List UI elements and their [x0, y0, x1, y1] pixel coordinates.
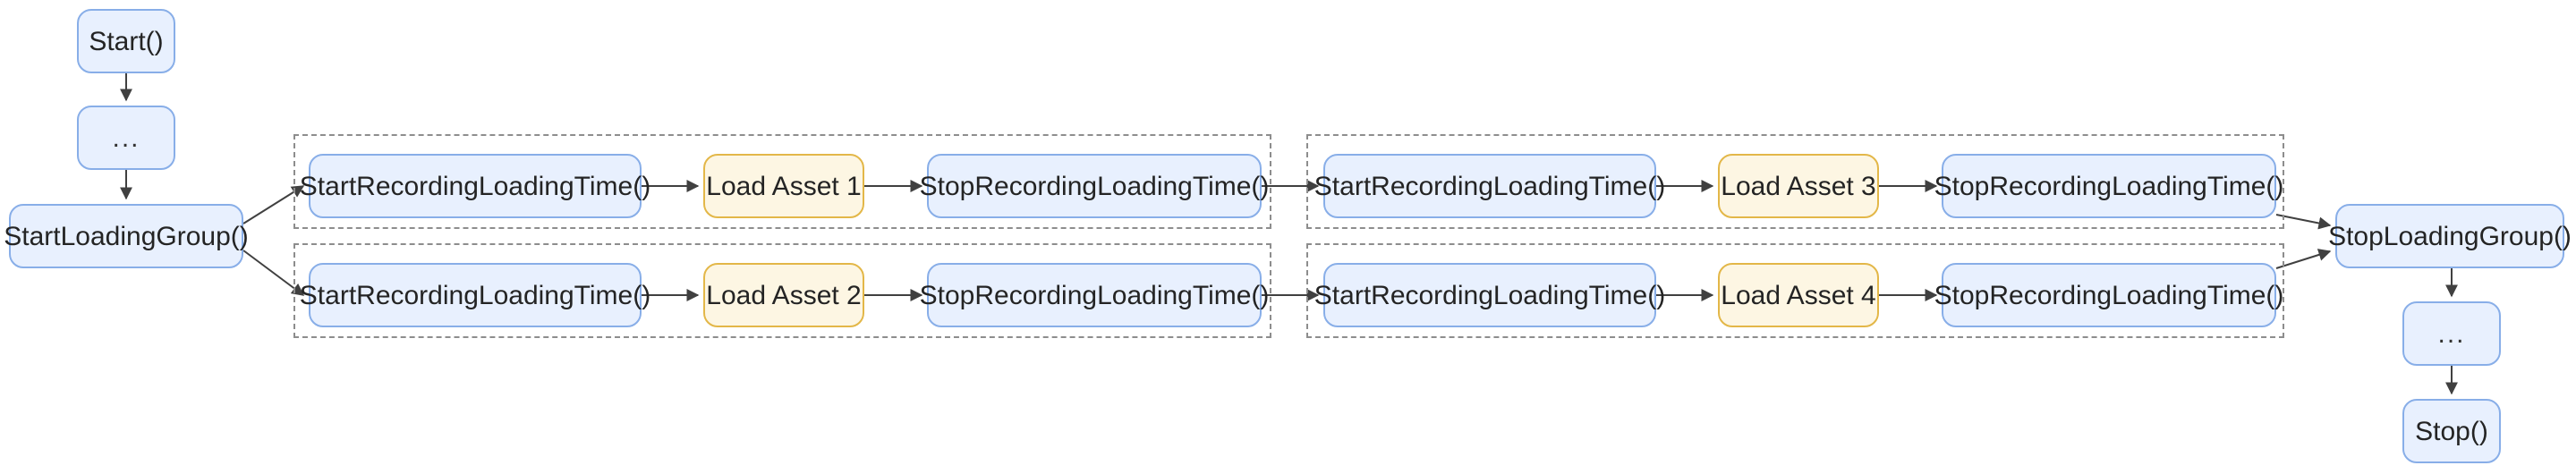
node-label-g2_r2_asset: Load Asset 4	[1721, 280, 1876, 310]
node-label-g1_r1_asset: Load Asset 1	[706, 171, 862, 201]
node-label-stop: Stop()	[2415, 416, 2488, 446]
node-label-g2_r2_stop_rec: StopRecordingLoadingTime()	[1934, 280, 2284, 310]
node-label-post_ellipsis: ...	[2437, 318, 2466, 349]
node-label-g2_r1_asset: Load Asset 3	[1721, 171, 1876, 201]
node-label-pre_ellipsis: ...	[112, 123, 140, 153]
node-label-start: Start()	[89, 26, 164, 56]
node-label-g1_r2_stop_rec: StopRecordingLoadingTime()	[919, 280, 1270, 310]
node-g1_r2_stop_rec[interactable]: StopRecordingLoadingTime()	[920, 263, 1269, 327]
node-g2_r2_start_rec[interactable]: StartRecordingLoadingTime()	[1314, 263, 1665, 327]
group-1-lane-1-box	[293, 134, 1271, 229]
node-label-start_group: StartLoadingGroup()	[4, 221, 249, 251]
node-pre_ellipsis[interactable]: ...	[77, 106, 175, 170]
node-label-g1_r2_start_rec: StartRecordingLoadingTime()	[299, 280, 651, 310]
node-g2_r1_start_rec[interactable]: StartRecordingLoadingTime()	[1314, 154, 1665, 218]
node-g2_r2_stop_rec[interactable]: StopRecordingLoadingTime()	[1934, 263, 2283, 327]
node-label-g2_r1_start_rec: StartRecordingLoadingTime()	[1314, 171, 1666, 201]
node-post_ellipsis[interactable]: ...	[2402, 301, 2501, 366]
node-g1_r1_start_rec[interactable]: StartRecordingLoadingTime()	[300, 154, 650, 218]
node-start_group[interactable]: StartLoadingGroup()	[4, 204, 249, 268]
node-label-g1_r2_asset: Load Asset 2	[706, 280, 862, 310]
edge-g2_r2_stop_rec-to-stop_group	[2275, 249, 2332, 269]
node-label-g2_r1_stop_rec: StopRecordingLoadingTime()	[1934, 171, 2284, 201]
node-label-g1_r1_stop_rec: StopRecordingLoadingTime()	[919, 171, 1270, 201]
node-g1_r1_stop_rec[interactable]: StopRecordingLoadingTime()	[920, 154, 1269, 218]
node-g2_r1_asset[interactable]: Load Asset 3	[1718, 154, 1879, 218]
node-label-g1_r1_start_rec: StartRecordingLoadingTime()	[299, 171, 651, 201]
node-label-stop_group: StopLoadingGroup()	[2328, 221, 2572, 251]
node-g1_r1_asset[interactable]: Load Asset 1	[703, 154, 864, 218]
node-stop[interactable]: Stop()	[2402, 399, 2501, 463]
node-g2_r2_asset[interactable]: Load Asset 4	[1718, 263, 1879, 327]
node-g1_r2_asset[interactable]: Load Asset 2	[703, 263, 864, 327]
edge-paths	[120, 73, 2458, 395]
node-start[interactable]: Start()	[77, 9, 175, 73]
node-label-g2_r2_start_rec: StartRecordingLoadingTime()	[1314, 280, 1666, 310]
node-g2_r1_stop_rec[interactable]: StopRecordingLoadingTime()	[1934, 154, 2283, 218]
node-stop_group[interactable]: StopLoadingGroup()	[2328, 204, 2572, 268]
node-g1_r2_start_rec[interactable]: StartRecordingLoadingTime()	[300, 263, 650, 327]
